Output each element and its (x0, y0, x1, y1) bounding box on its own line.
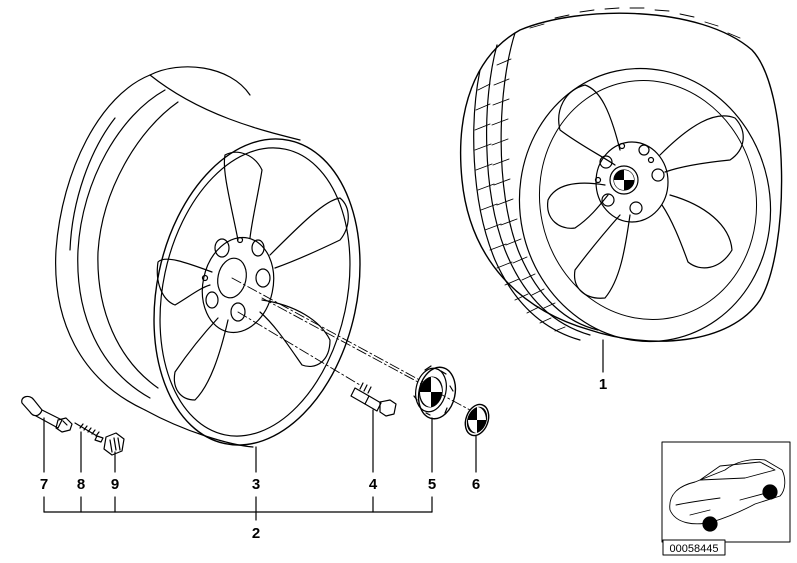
wheel-bolt (350, 382, 397, 417)
vehicle-inset (661, 441, 791, 556)
inset-reference-number: 00058445 (670, 543, 719, 555)
emblem (464, 403, 490, 437)
callout-2: 2 (252, 525, 260, 542)
callout-8: 8 (77, 476, 85, 493)
valve-core (74, 422, 104, 443)
light-alloy-rim (55, 66, 361, 448)
group-bracket (43, 496, 433, 521)
callout-4: 4 (369, 476, 378, 493)
callout-5: 5 (428, 476, 436, 493)
bmw-roundel-icon (613, 169, 635, 191)
hub-cap (413, 365, 457, 420)
tire-valve (21, 395, 73, 433)
callout-9: 9 (111, 476, 119, 493)
callout-7: 7 (40, 476, 48, 493)
callout-6: 6 (472, 476, 480, 493)
bmw-roundel-icon (419, 376, 443, 408)
callout-3: 3 (252, 476, 260, 493)
callout-1: 1 (599, 376, 607, 393)
complete-wheel-tire (459, 7, 783, 343)
assembly-axis-lines (231, 277, 471, 411)
bmw-roundel-icon (466, 406, 488, 434)
valve-cap (103, 432, 125, 456)
